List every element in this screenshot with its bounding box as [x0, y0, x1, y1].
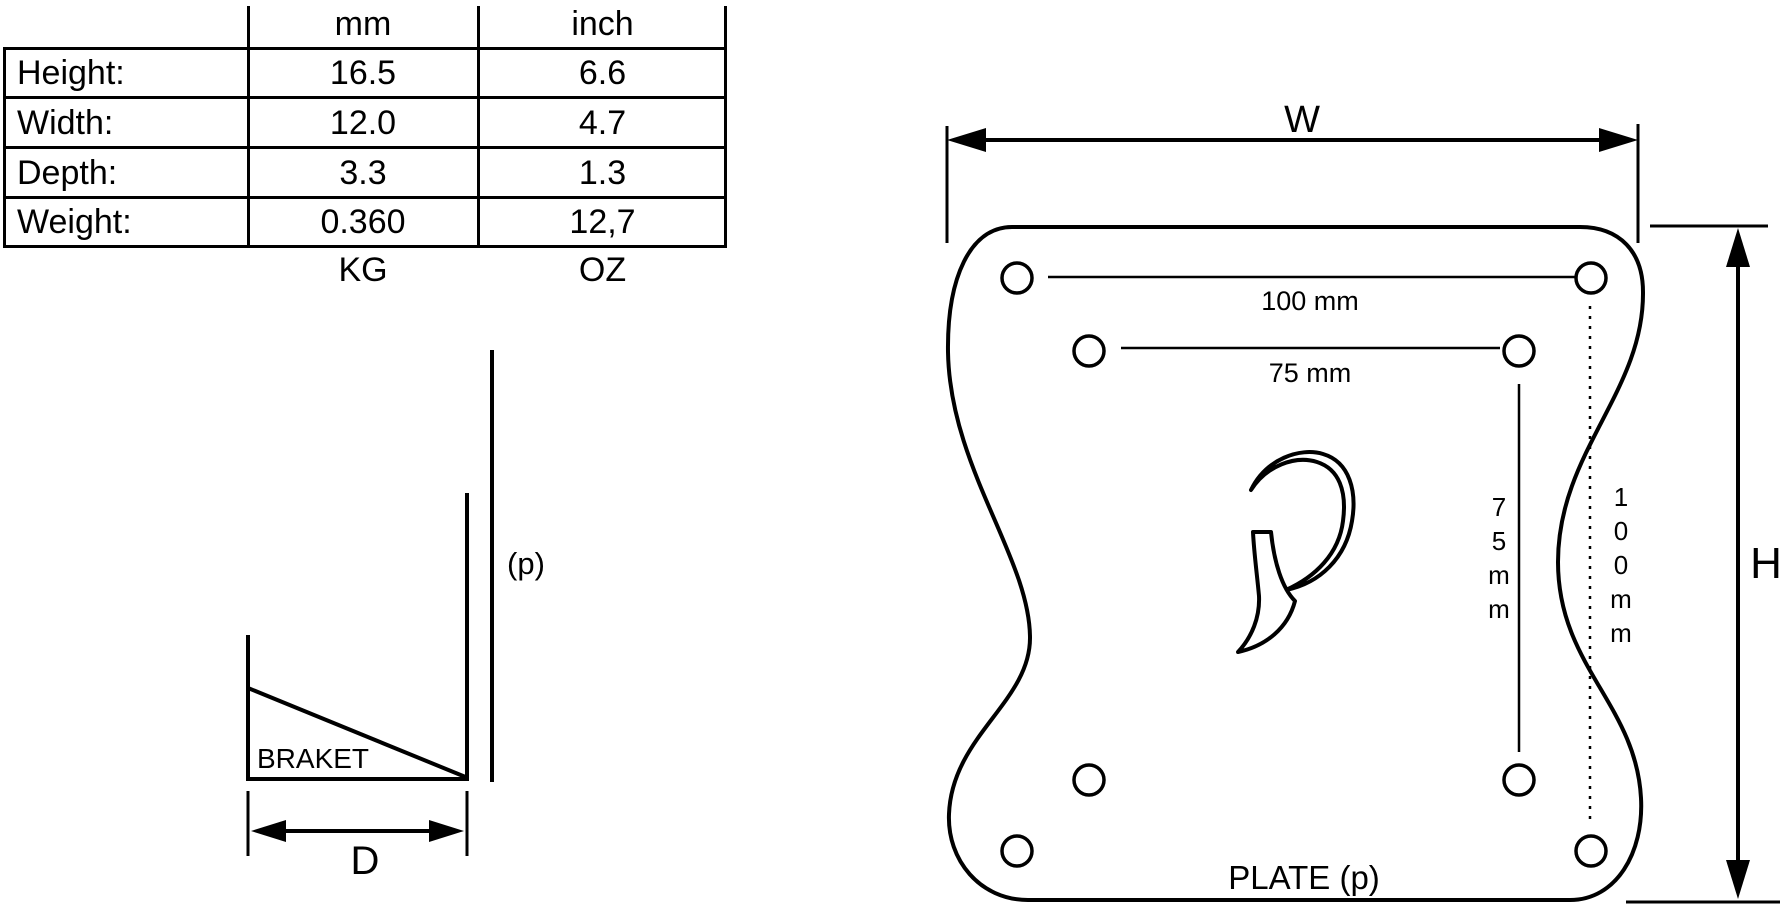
table-row-label: Width: — [17, 103, 114, 142]
table-row-label: Depth: — [17, 153, 118, 192]
logo-stem — [1236, 530, 1297, 654]
dim-h-label: H — [1750, 539, 1782, 588]
table-column-divider — [247, 6, 250, 248]
table-footer-kg: KG — [338, 251, 388, 289]
vesa-hole-inner-top-left — [1072, 334, 1106, 368]
table-column-divider — [477, 6, 480, 248]
plate-caption: PLATE (p) — [1228, 859, 1380, 896]
table-cell-inch: 1.3 — [578, 153, 627, 192]
arrowhead-right — [1599, 128, 1638, 152]
plate-front-view — [945, 124, 1780, 904]
vesa-hole-inner-bottom-right — [1502, 763, 1536, 797]
span-100mm-vertical-label: 100mm — [1606, 482, 1636, 652]
table-cell-inch: 4.7 — [578, 103, 627, 142]
table-row-label: Height: — [17, 54, 125, 92]
vesa-hole-outer-top-right — [1574, 261, 1608, 295]
table-cell-inch: 6.6 — [578, 54, 627, 92]
bracket-diagonal-line — [247, 686, 469, 780]
vesa-hole-inner-top-right — [1502, 334, 1536, 368]
table-cell-mm: 3.3 — [339, 153, 387, 192]
table-row-divider — [3, 196, 727, 199]
dim-w-label: W — [1284, 99, 1320, 141]
bracket-plate-ref-label: (p) — [507, 546, 545, 581]
vesa-hole-outer-bottom-left — [1000, 834, 1034, 868]
span-75mm-vertical-label: 75mm — [1484, 492, 1514, 628]
table-cell-mm: 16.5 — [329, 54, 397, 92]
arrowhead-left — [251, 820, 286, 842]
bracket-side-view — [246, 350, 494, 856]
arrowhead-right — [429, 820, 464, 842]
table-cell-inch: 12,7 — [569, 203, 636, 241]
arrowhead-down — [1726, 860, 1750, 899]
arrowhead-left — [947, 128, 986, 152]
table-row-divider — [3, 96, 727, 99]
vesa-hole-outer-top-left — [1000, 261, 1034, 295]
dim-d-label: D — [351, 839, 380, 883]
table-cell-mm: 0.360 — [320, 203, 406, 241]
table-header-mm: mm — [334, 4, 392, 43]
span-100mm-label: 100 mm — [1261, 286, 1359, 316]
table-bottom-border — [3, 245, 727, 248]
arrowhead-up — [1726, 228, 1750, 267]
table-row-divider — [3, 146, 727, 149]
table-row-label: Weight: — [17, 203, 132, 241]
table-row-divider — [3, 47, 727, 50]
table-header-inch: inch — [571, 4, 634, 43]
plate-outline — [945, 225, 1646, 902]
bracket-name-label: BRAKET — [257, 743, 369, 774]
table-cell-mm: 12.0 — [329, 103, 397, 142]
stylized-p-logo-icon — [1236, 450, 1356, 654]
vesa-hole-outer-bottom-right — [1574, 834, 1608, 868]
span-75mm-label: 75 mm — [1269, 358, 1352, 388]
table-footer-oz: OZ — [578, 251, 627, 289]
table-right-border — [724, 6, 727, 248]
vesa-hole-inner-bottom-left — [1072, 763, 1106, 797]
